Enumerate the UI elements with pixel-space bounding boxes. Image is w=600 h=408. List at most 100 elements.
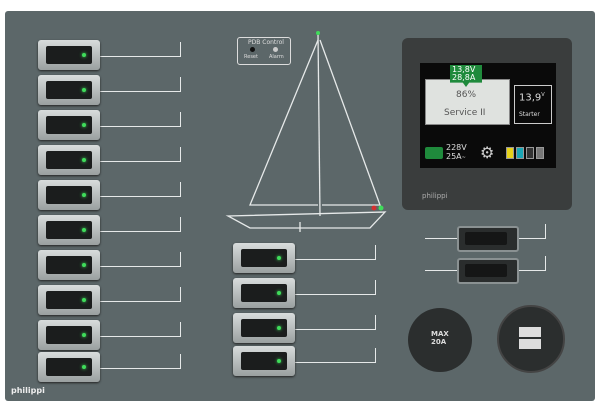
- rocker: [241, 284, 287, 302]
- panel-brand-logo: philippi: [11, 386, 45, 395]
- rocker-switch[interactable]: [38, 352, 100, 382]
- masthead-light: [316, 31, 320, 35]
- rocker-switch[interactable]: [38, 180, 100, 210]
- label-line: [100, 322, 181, 337]
- rocker: [465, 264, 507, 277]
- starter-voltage: 13,9V: [519, 92, 545, 104]
- label-line: [100, 182, 181, 197]
- shore-voltage: 228V: [446, 143, 467, 152]
- led-indicator: [82, 263, 86, 267]
- small-rocker-switch[interactable]: [457, 258, 519, 284]
- alarm-led: [273, 47, 278, 52]
- led-indicator: [277, 256, 281, 260]
- small-rocker-switch[interactable]: [457, 226, 519, 252]
- label-line: [100, 354, 181, 369]
- label-line: [295, 280, 376, 295]
- label-line: [100, 252, 181, 267]
- hull: [225, 211, 387, 229]
- rocker: [46, 291, 92, 309]
- led-indicator: [277, 291, 281, 295]
- label-line: [295, 348, 376, 363]
- service-current: 28,8A: [452, 73, 476, 82]
- rocker: [465, 232, 507, 245]
- usb-port-1: [519, 327, 541, 337]
- battery-monitor-screen[interactable]: 86% Service II 13,8V 28,8A 13,9V Starter…: [420, 63, 556, 168]
- rocker: [46, 221, 92, 239]
- led-indicator: [82, 123, 86, 127]
- label-line: [295, 315, 376, 330]
- led-indicator: [82, 228, 86, 232]
- rocker-switch[interactable]: [233, 313, 295, 343]
- service-soc: 86%: [456, 90, 477, 100]
- rocker-switch[interactable]: [38, 320, 100, 350]
- charger-icon: [425, 147, 443, 159]
- starter-label: Starter: [519, 111, 540, 118]
- mainsail: [249, 39, 319, 206]
- led-indicator: [82, 53, 86, 57]
- led-indicator: [82, 158, 86, 162]
- starboard-light: [378, 205, 384, 211]
- cigarette-socket[interactable]: MAX 20A: [408, 308, 472, 372]
- rocker-switch[interactable]: [38, 215, 100, 245]
- service-label: Service II: [444, 108, 486, 118]
- alarm-label: Alarm: [269, 54, 284, 60]
- mast: [317, 32, 321, 217]
- usb-port-2: [519, 339, 541, 349]
- rocker-switch[interactable]: [38, 145, 100, 175]
- led-indicator: [277, 326, 281, 330]
- label-line: [100, 147, 181, 162]
- led-indicator: [82, 88, 86, 92]
- reset-label: Reset: [244, 54, 258, 60]
- rocker: [46, 326, 92, 344]
- socket-label-amps: 20A: [431, 338, 447, 346]
- led-indicator: [82, 365, 86, 369]
- rocker: [46, 151, 92, 169]
- reset-button[interactable]: [250, 47, 255, 52]
- service-voltage: 13,8V: [452, 65, 476, 74]
- rocker: [46, 358, 92, 376]
- rocker-switch[interactable]: [38, 75, 100, 105]
- rocker-switch[interactable]: [233, 346, 295, 376]
- rocker: [46, 46, 92, 64]
- rocker-switch[interactable]: [38, 285, 100, 315]
- settings-gear-icon[interactable]: ⚙: [480, 143, 495, 162]
- rocker: [241, 352, 287, 370]
- rocker: [46, 186, 92, 204]
- label-line: [100, 42, 181, 57]
- label-line: [100, 217, 181, 232]
- jib: [319, 39, 381, 206]
- label-line: [295, 245, 376, 260]
- starter-battery: 13,9V Starter: [514, 85, 552, 124]
- tank-level-2: [516, 147, 524, 159]
- socket-label-max: MAX: [431, 330, 449, 338]
- usb-socket[interactable]: [497, 305, 565, 373]
- tank-level-4: [536, 147, 544, 159]
- service-battery: 86% Service II: [425, 79, 510, 125]
- led-indicator: [82, 333, 86, 337]
- led-indicator: [82, 298, 86, 302]
- rocker: [241, 249, 287, 267]
- pdb-control-title: PDB Control: [248, 39, 284, 46]
- display-brand-logo: philippi: [422, 192, 448, 200]
- rocker: [241, 319, 287, 337]
- label-line: [100, 112, 181, 127]
- led-indicator: [277, 359, 281, 363]
- port-light: [371, 205, 377, 211]
- pdb-control-box: PDB Control Reset Alarm: [237, 37, 291, 65]
- rocker: [46, 116, 92, 134]
- service-readout-badge: 13,8V 28,8A: [450, 65, 482, 87]
- rocker: [46, 81, 92, 99]
- rocker-switch[interactable]: [38, 110, 100, 140]
- rocker: [46, 256, 92, 274]
- rocker-switch[interactable]: [233, 243, 295, 273]
- rocker-switch[interactable]: [38, 250, 100, 280]
- rocker-switch[interactable]: [38, 40, 100, 70]
- tank-level-3: [526, 147, 534, 159]
- led-indicator: [82, 193, 86, 197]
- shore-current: 25A~: [446, 152, 466, 161]
- rocker-switch[interactable]: [233, 278, 295, 308]
- label-line: [100, 287, 181, 302]
- tank-level-1: [506, 147, 514, 159]
- label-line: [100, 77, 181, 92]
